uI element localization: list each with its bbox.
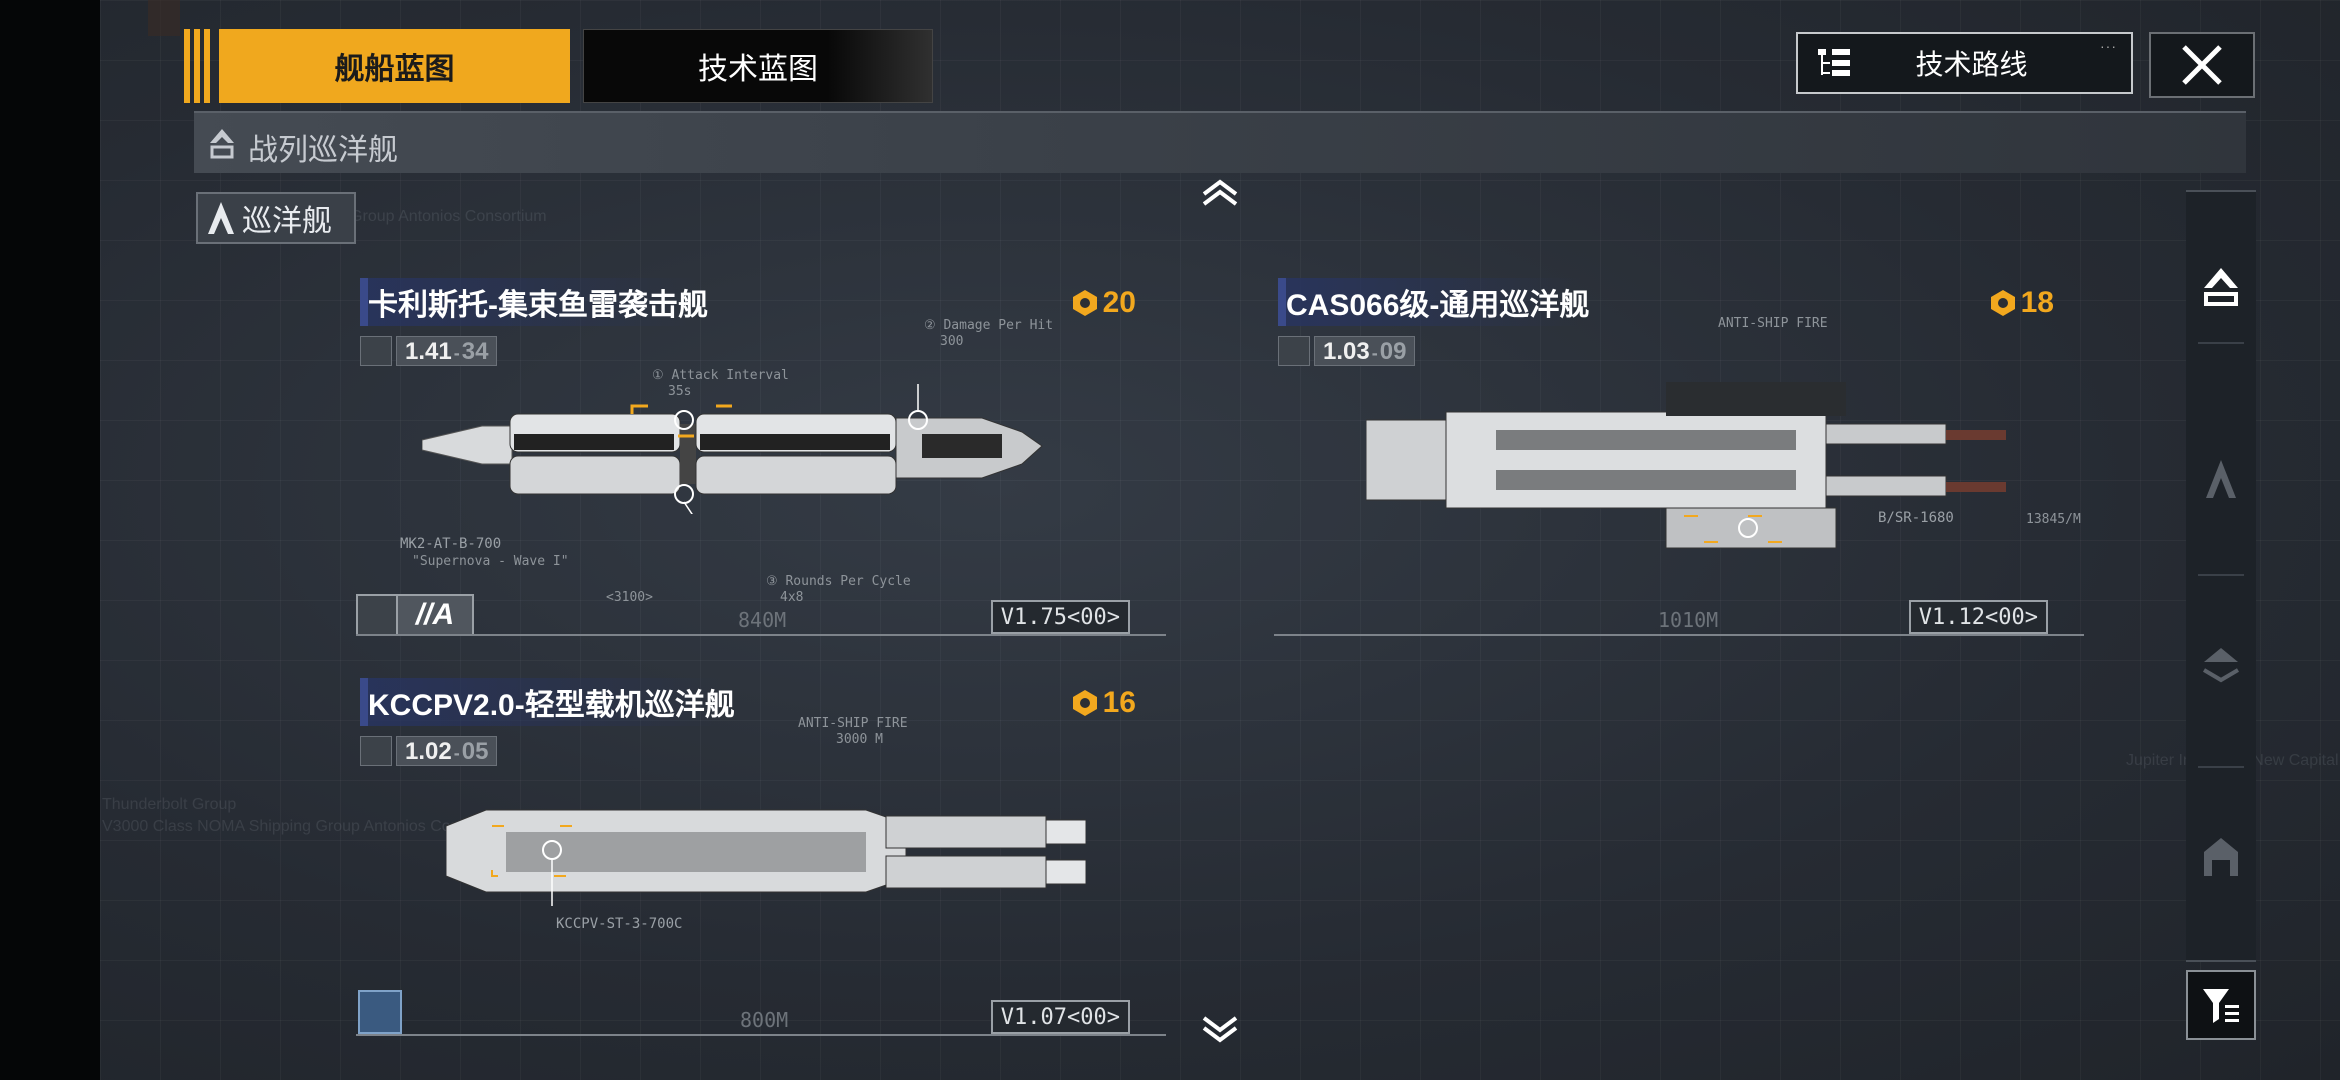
ref-label: <3100>: [606, 590, 653, 605]
scroll-down-chevron-icon[interactable]: [1200, 1016, 1240, 1044]
carrier-class-icon: [358, 990, 402, 1034]
close-icon: [2182, 45, 2222, 85]
ship-level: 1.41 - 34: [360, 336, 498, 366]
cruiser-rank-icon: [208, 202, 234, 234]
level-gear-icon: [360, 336, 392, 366]
callout-1-value: 35s: [668, 384, 692, 399]
callout-1: ① Attack Interval: [652, 368, 789, 383]
ship-title: 卡利斯托-集束鱼雷袭击舰: [360, 278, 716, 326]
tech-route-dots: ···: [2100, 38, 2117, 54]
level-main: 1.03: [1323, 338, 1370, 365]
ship-cost: 20: [1071, 286, 1136, 320]
tree-list-icon: [1818, 49, 1850, 76]
battlecruiser-icon[interactable]: [2196, 262, 2246, 312]
level-sep: -: [453, 743, 460, 763]
tech-route-label: 技术路线: [1915, 49, 2028, 80]
ship-length: 800M: [740, 1008, 789, 1032]
ship-length: 840M: [738, 608, 787, 632]
version-tag: V1.75<00>: [990, 600, 1130, 634]
tab-tech-blueprint[interactable]: 技术蓝图: [583, 29, 933, 103]
weapon-label: KCCPV-ST-3-700C: [556, 916, 683, 932]
tech-route-button[interactable]: 技术路线 ···: [1796, 32, 2133, 94]
battlecruiser-rank-icon: [210, 129, 234, 159]
rail-divider: [2198, 342, 2244, 344]
rank-badge: //A: [356, 594, 474, 636]
rank-letter: //A: [398, 594, 474, 636]
cost-hex-icon: [1072, 290, 1097, 316]
rank-chevron-icon: [356, 594, 398, 636]
version-tag: V1.07<00>: [990, 1000, 1130, 1034]
level-main: 1.41: [405, 338, 452, 365]
side-label: 13845/M: [2026, 512, 2081, 527]
ship-cost: 18: [1989, 286, 2054, 320]
ship-length: 1010M: [1658, 608, 1719, 632]
category-rail: [2186, 190, 2256, 962]
weapon-label: MK2-AT-B-700: [400, 536, 502, 552]
weapon-label: B/SR-1680: [1878, 510, 1954, 526]
frigate-icon[interactable]: [2196, 638, 2246, 688]
ship-level: 1.02 - 05: [360, 736, 498, 766]
ship-cost-value: 16: [1102, 686, 1136, 719]
cruiser-icon[interactable]: [2196, 454, 2246, 504]
card-baseline: [1274, 634, 2084, 636]
ship-level: 1.03 - 09: [1278, 336, 1416, 366]
close-button[interactable]: [2149, 32, 2255, 98]
ship-cost-value: 20: [1102, 286, 1136, 319]
tab-active-stripes: [184, 29, 214, 103]
ship-cost-value: 18: [2020, 286, 2054, 319]
ship-cost: 16: [1071, 686, 1136, 720]
bg-text-3: V3000 Class NOMA Shipping Group Antonios…: [102, 818, 512, 835]
level-main: 1.02: [405, 738, 452, 765]
card-baseline: [356, 634, 1166, 636]
level-sub: 05: [461, 738, 489, 765]
card-baseline: [356, 1034, 1166, 1036]
callout-3: ③ Rounds Per Cycle: [766, 574, 911, 589]
ship-blueprint-image: [446, 809, 1086, 906]
bg-text-2: Thunderbolt Group: [102, 796, 237, 813]
filter-button[interactable]: [2186, 970, 2256, 1040]
scroll-up-chevron-icon[interactable]: [1200, 178, 1240, 206]
level-globe-icon: [1278, 336, 1310, 366]
level-sub: 34: [461, 338, 489, 365]
ship-card-callisto[interactable]: 卡利斯托-集束鱼雷袭击舰 20 1.41 - 34 ① Attack Inte: [356, 278, 1166, 654]
top-label: ANTI-SHIP FIRE: [798, 716, 908, 731]
level-sep: -: [453, 343, 460, 363]
weapon-sub-label: "Supernova - Wave I": [412, 554, 569, 569]
cost-hex-icon: [1072, 690, 1097, 716]
ship-card-kccpv[interactable]: KCCPV2.0-轻型载机巡洋舰 16 1.02 - 05 ANTI-SHIP …: [356, 678, 1166, 1054]
ship-title: KCCPV2.0-轻型载机巡洋舰: [360, 678, 743, 726]
cost-hex-icon: [1990, 290, 2015, 316]
level-sep: -: [1371, 343, 1378, 363]
subcategory-label: 巡洋舰: [242, 205, 332, 238]
level-sub: 09: [1379, 338, 1407, 365]
top-label: ANTI-SHIP FIRE: [1718, 316, 1828, 331]
ship-title: CAS066级-通用巡洋舰: [1278, 278, 1598, 326]
ship-card-cas066[interactable]: CAS066级-通用巡洋舰 18 1.03 - 09 ANTI-SHIP FIR…: [1274, 278, 2084, 654]
ship-blueprint-image: [422, 384, 1043, 514]
rail-divider: [2198, 574, 2244, 576]
carrier-icon[interactable]: [2196, 832, 2246, 882]
version-tag: V1.12<00>: [1908, 600, 2048, 634]
callout-3-value: 4x8: [780, 590, 804, 605]
level-globe-icon: [360, 736, 392, 766]
filter-icon: [2203, 989, 2239, 1023]
section-title: 战列巡洋舰: [248, 134, 398, 167]
subcategory-tag[interactable]: 巡洋舰: [196, 192, 356, 244]
top-sub-label: 3000 M: [836, 732, 883, 747]
section-header: 战列巡洋舰: [194, 111, 2246, 173]
tab-ship-blueprint[interactable]: 舰船蓝图: [219, 29, 570, 103]
callout-2: ② Damage Per Hit: [924, 318, 1054, 333]
top-accent: [148, 0, 180, 36]
rail-divider: [2198, 766, 2244, 768]
callout-2-value: 300: [940, 334, 964, 349]
left-black-strip: [0, 0, 100, 1080]
ship-blueprint-image: [1366, 382, 2006, 549]
